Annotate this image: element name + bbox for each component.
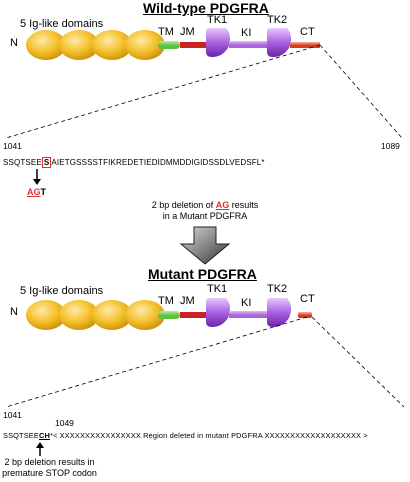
wt-ig-domains — [26, 30, 165, 60]
mut-protein-diagram — [5, 298, 405, 408]
deletion-note-line2: in a Mutant PDGFRA — [162, 211, 248, 221]
wt-codon-ag: AG — [27, 187, 41, 197]
mut-n-terminus-label: N — [10, 306, 18, 318]
wt-jm-label: JM — [180, 26, 195, 38]
stop-codon-note-line1: 2 bp deletion results in — [4, 457, 95, 467]
wt-tm-label: TM — [158, 26, 174, 38]
mut-seq-start-number: 1041 — [3, 410, 22, 420]
wt-seq-prefix: SSQTSEE — [3, 158, 42, 167]
wt-expansion-line-left — [5, 44, 321, 139]
mut-ig-domains — [26, 300, 165, 330]
deletion-note: 2 bp deletion of AG results in a Mutant … — [130, 200, 280, 222]
wt-tk2-domain — [267, 28, 292, 57]
wild-type-title: Wild-type PDGFRA — [143, 0, 269, 16]
mut-sequence: SSQTSEECH*< XXXXXXXXXXXXXXXX Region dele… — [3, 431, 368, 440]
deletion-note-ag: AG — [215, 200, 230, 210]
mut-tk2-domain — [267, 298, 292, 327]
wt-n-terminus-label: N — [10, 37, 18, 49]
wt-seq-suffix: AIETGSSSSTFIKREDETIEDIDMMDDIGIDSSDLVEDSF… — [51, 158, 265, 167]
mut-tk1-domain — [206, 298, 231, 327]
stop-codon-note-line2: premature STOP codon — [2, 468, 97, 478]
wt-codon-t: T — [40, 187, 47, 197]
wt-tk1-label: TK1 — [207, 14, 228, 26]
stop-codon-arrow — [36, 442, 44, 456]
wt-ct-label: CT — [300, 26, 315, 38]
mutant-title: Mutant PDGFRA — [148, 266, 257, 282]
mut-domains-label: 5 Ig-like domains — [20, 285, 104, 297]
wt-expansion-line-right — [319, 44, 403, 139]
wt-seq-boxed-residue: S — [41, 157, 52, 168]
mut-tm-label: TM — [158, 295, 174, 307]
mut-tk1-label: TK1 — [207, 283, 228, 295]
down-arrow-icon — [179, 226, 231, 265]
wt-ki-label: KI — [241, 27, 252, 39]
wt-tk1-domain — [206, 28, 231, 57]
mut-stop-number: 1049 — [55, 418, 74, 428]
wt-tk2-label: TK2 — [267, 14, 288, 26]
deletion-note-post: results — [229, 200, 259, 210]
mut-seq-ch: CH — [38, 431, 50, 440]
mut-tk2-label: TK2 — [267, 283, 288, 295]
wt-protein-diagram — [5, 28, 403, 139]
mut-jm-segment — [180, 312, 206, 318]
mut-ki-label: KI — [241, 297, 252, 309]
mut-seq-rest: *< XXXXXXXXXXXXXXXX Region deleted in mu… — [49, 431, 368, 440]
mut-jm-label: JM — [180, 295, 195, 307]
deletion-note-pre: 2 bp deletion of — [151, 200, 216, 210]
wt-codon: AGT — [27, 187, 46, 197]
wt-codon-arrow — [33, 169, 41, 185]
wt-seq-start-number: 1041 — [3, 141, 22, 151]
mut-seq-prefix: SSQTSEE — [3, 431, 39, 440]
mut-expansion-line-right — [311, 316, 405, 408]
wt-jm-segment — [180, 42, 206, 48]
wt-domains-label: 5 Ig-like domains — [20, 18, 104, 30]
mut-ct-label: CT — [300, 293, 315, 305]
wt-seq-end-number: 1089 — [381, 141, 400, 151]
stop-codon-note: 2 bp deletion results in premature STOP … — [2, 457, 97, 479]
mut-expansion-line-left — [5, 316, 308, 408]
